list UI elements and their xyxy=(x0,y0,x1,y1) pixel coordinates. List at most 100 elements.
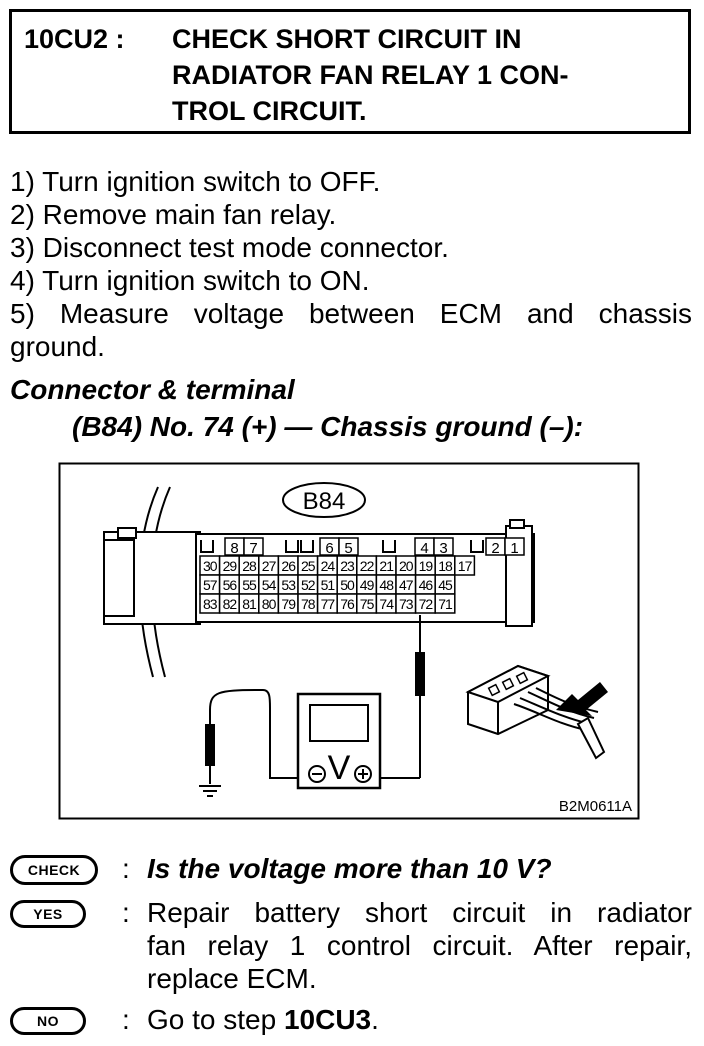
terminal-29: 29 xyxy=(223,558,238,574)
yes-answer: Repair battery short circuit in radiator… xyxy=(147,896,692,995)
terminal-6: 6 xyxy=(325,540,333,557)
terminal-74: 74 xyxy=(379,596,394,612)
terminal-73: 73 xyxy=(399,596,414,612)
terminal-30: 30 xyxy=(203,558,218,574)
yes-badge: YES xyxy=(10,900,86,928)
step-title-line-1: CHECK SHORT CIRCUIT IN xyxy=(172,24,522,54)
procedure-step-1: 1) Turn ignition switch to OFF. xyxy=(10,166,381,197)
terminal-8: 8 xyxy=(230,540,238,557)
procedure-step-4: 4) Turn ignition switch to ON. xyxy=(10,265,370,296)
no-colon: : xyxy=(122,1004,130,1035)
voltmeter-icon: V xyxy=(296,692,382,790)
terminal-27: 27 xyxy=(262,558,277,574)
yes-answer-line-3: replace ECM. xyxy=(147,963,317,994)
terminal-71: 71 xyxy=(438,596,453,612)
procedure-step-5-continued: ground. xyxy=(10,331,105,362)
terminal-cell xyxy=(434,593,456,614)
terminal-81: 81 xyxy=(242,596,257,612)
terminal-3: 3 xyxy=(439,540,447,557)
terminal-45: 45 xyxy=(438,577,453,593)
terminal-53: 53 xyxy=(281,577,296,593)
procedure-step-2: 2) Remove main fan relay. xyxy=(10,199,337,230)
harness-connector-drawing-icon xyxy=(465,664,608,760)
check-row: CHECK : Is the voltage more than 10 V? xyxy=(10,852,692,888)
terminal-47: 47 xyxy=(399,577,414,593)
terminal-52: 52 xyxy=(301,577,316,593)
no-answer: Go to step 10CU3. xyxy=(147,1003,692,1036)
connector-label-ellipse xyxy=(282,482,366,518)
terminal-24: 24 xyxy=(321,558,336,574)
terminal-23: 23 xyxy=(340,558,355,574)
terminal-55: 55 xyxy=(242,577,257,593)
positive-probe xyxy=(415,652,425,696)
no-answer-prefix: Go to step xyxy=(147,1004,284,1035)
figure-id: B2M0611A xyxy=(559,798,632,815)
terminal-7: 7 xyxy=(249,540,257,557)
arrow-icon xyxy=(556,682,608,716)
step-code: 10CU2 : xyxy=(24,24,125,54)
voltmeter-symbol: V xyxy=(328,749,351,787)
procedure-steps: 1) Turn ignition switch to OFF. 2) Remov… xyxy=(10,165,692,363)
terminal-19: 19 xyxy=(419,558,434,574)
terminal-4: 4 xyxy=(420,540,428,557)
yes-answer-line-1: Repair battery short circuit in radiator xyxy=(147,897,692,928)
terminal-76: 76 xyxy=(340,596,355,612)
no-badge: NO xyxy=(10,1007,86,1035)
terminal-51: 51 xyxy=(321,577,336,593)
terminal-49: 49 xyxy=(360,577,375,593)
terminal-22: 22 xyxy=(360,558,375,574)
terminal-57: 57 xyxy=(203,577,218,593)
terminal-1: 1 xyxy=(510,540,518,557)
procedure-step-3: 3) Disconnect test mode connector. xyxy=(10,232,449,263)
step-header-box: 10CU2 : CHECK SHORT CIRCUIT IN RADIATOR … xyxy=(9,9,691,134)
check-colon: : xyxy=(122,853,130,884)
key-notch-5 xyxy=(470,540,484,553)
terminal-79: 79 xyxy=(281,596,296,612)
no-row: NO : Go to step 10CU3. xyxy=(10,1003,692,1039)
terminal-72: 72 xyxy=(419,596,434,612)
connector-terminal-spec: (B84) No. 74 (+) — Chassis ground (–): xyxy=(72,411,584,442)
step-title-line-3: TROL CIRCUIT. xyxy=(172,96,367,126)
terminal-21: 21 xyxy=(379,558,394,574)
terminal-25: 25 xyxy=(301,558,316,574)
check-badge: CHECK xyxy=(10,855,98,885)
terminal-54: 54 xyxy=(262,577,277,593)
terminal-56: 56 xyxy=(223,577,238,593)
terminal-2: 2 xyxy=(491,540,499,557)
step-title-line-2: RADIATOR FAN RELAY 1 CON- xyxy=(172,60,569,90)
procedure-step-5: 5) Measure voltage between ECM and chass… xyxy=(10,298,692,329)
terminal-75: 75 xyxy=(360,596,375,612)
key-notch-4 xyxy=(382,540,396,553)
connector-label-text: B84 xyxy=(303,488,346,515)
terminal-80: 80 xyxy=(262,596,277,612)
terminal-50: 50 xyxy=(340,577,355,593)
terminal-78: 78 xyxy=(301,596,316,612)
terminal-48: 48 xyxy=(379,577,394,593)
probe-wire-negative xyxy=(209,689,314,779)
next-step-link: 10CU3 xyxy=(283,1004,372,1035)
key-notch-2 xyxy=(285,540,299,553)
terminal-83: 83 xyxy=(203,596,218,612)
yes-answer-line-2: fan relay 1 control circuit. After repai… xyxy=(147,930,692,961)
yes-row: YES : Repair battery short circuit in ra… xyxy=(10,896,692,996)
terminal-17: 17 xyxy=(458,558,473,574)
terminal-77: 77 xyxy=(321,596,336,612)
chassis-ground-icon xyxy=(199,785,221,797)
key-notch-1 xyxy=(200,540,214,553)
check-question: Is the voltage more than 10 V? xyxy=(147,853,552,884)
connector-terminal-heading: Connector & terminal xyxy=(10,374,295,405)
terminal-28: 28 xyxy=(242,558,257,574)
terminal-26: 26 xyxy=(281,558,296,574)
key-notch-3 xyxy=(300,540,314,553)
no-answer-suffix: . xyxy=(371,1004,379,1035)
negative-probe xyxy=(205,724,215,766)
terminal-18: 18 xyxy=(438,558,453,574)
terminal-cell xyxy=(454,555,476,576)
yes-colon: : xyxy=(122,897,130,928)
terminal-82: 82 xyxy=(223,596,238,612)
terminal-20: 20 xyxy=(399,558,414,574)
step-title: CHECK SHORT CIRCUIT IN RADIATOR FAN RELA… xyxy=(172,21,672,129)
